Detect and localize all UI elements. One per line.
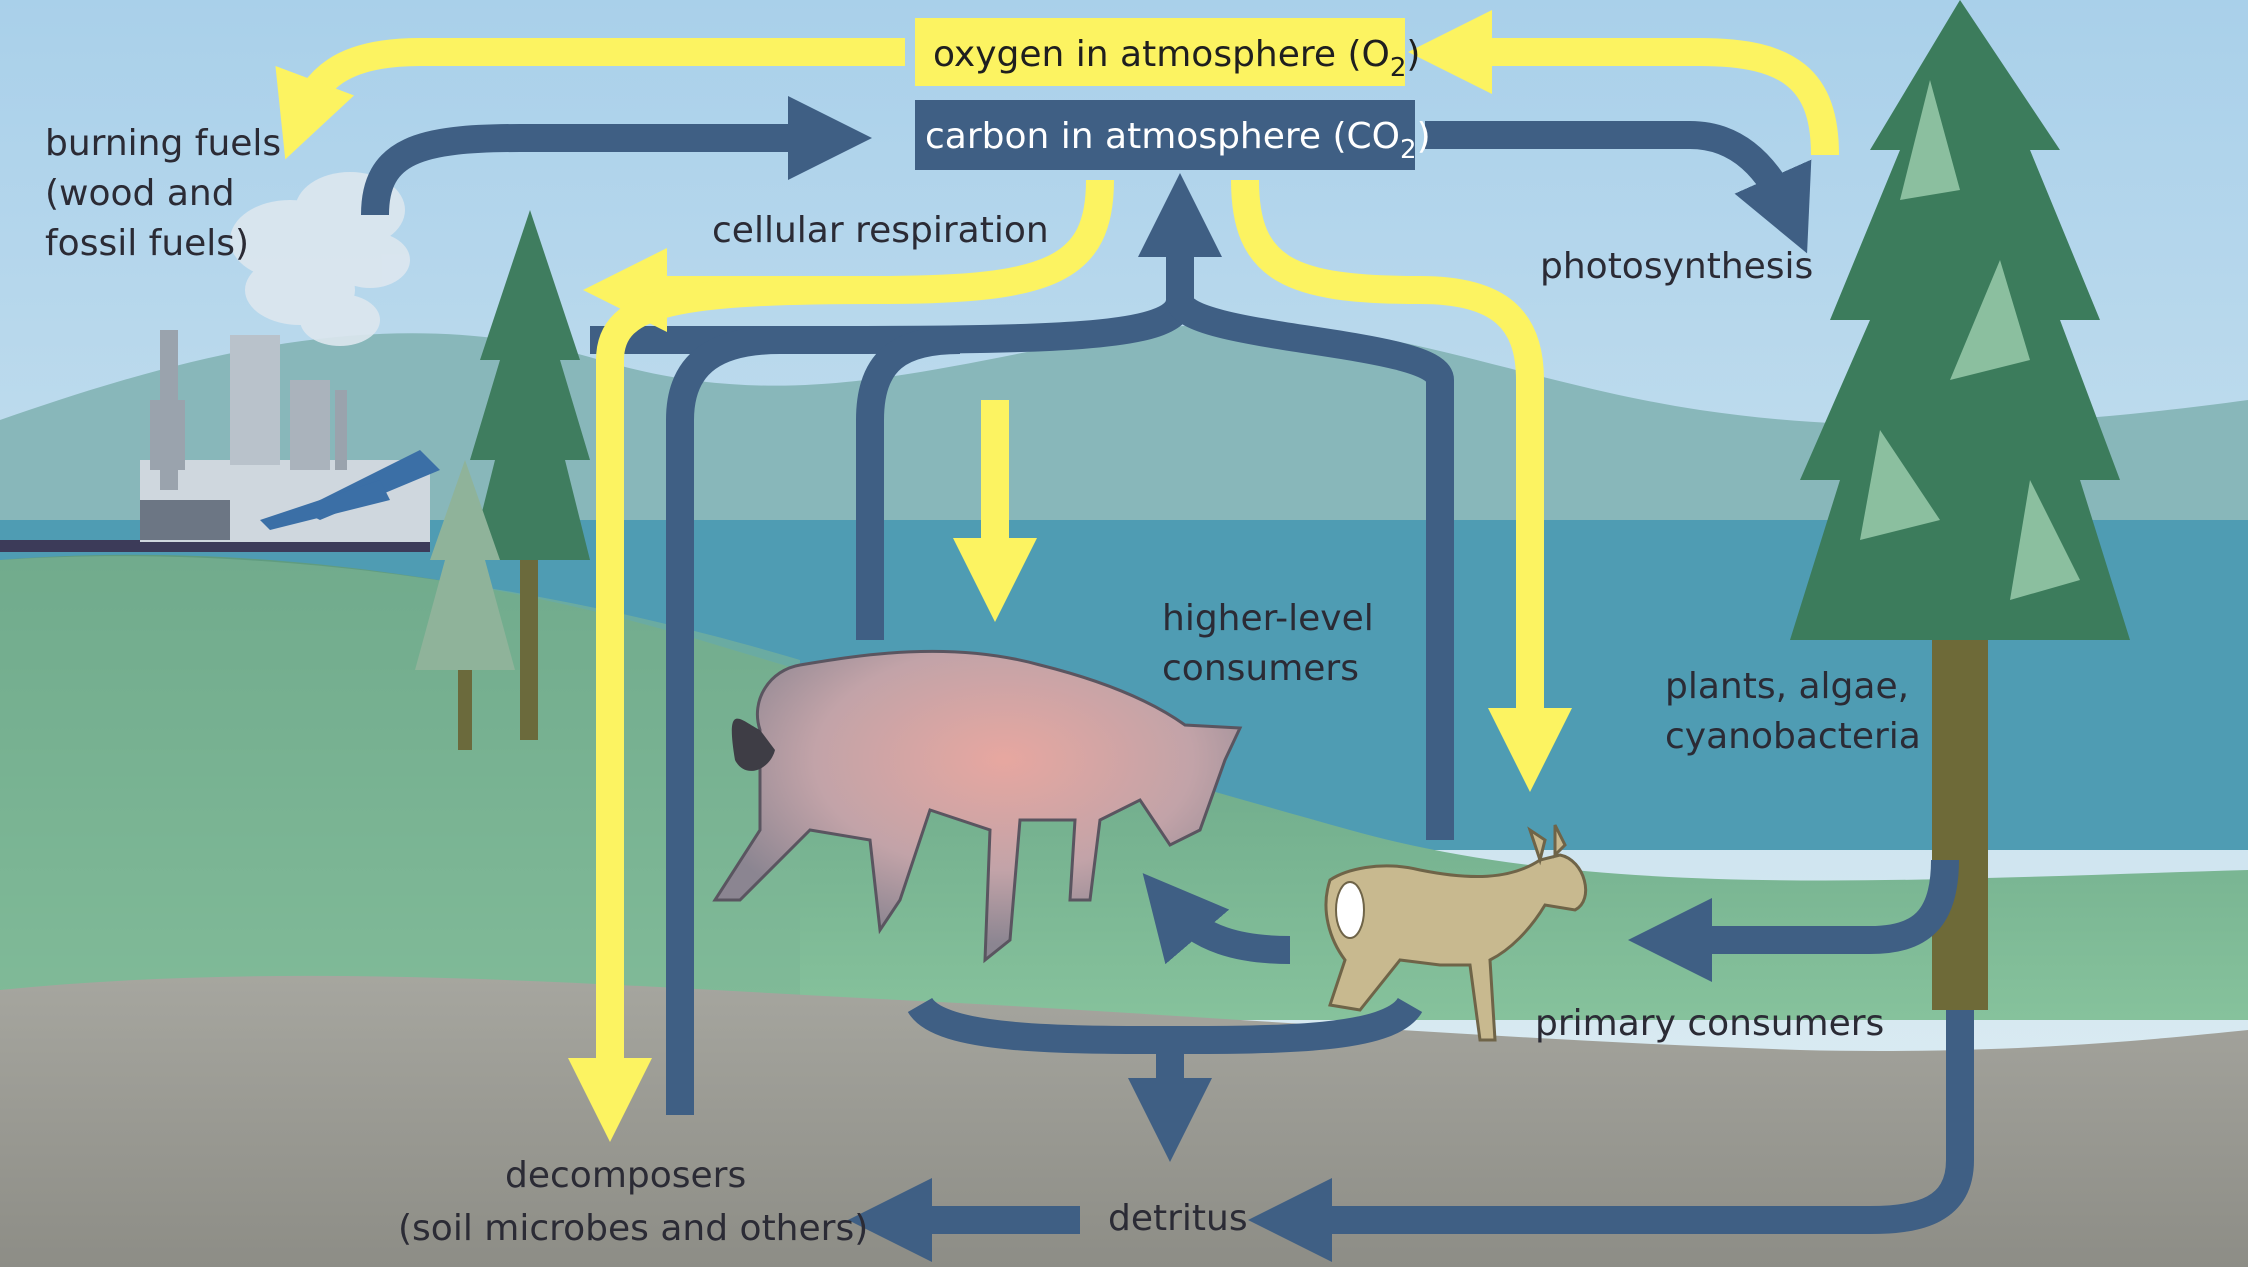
carbon-label-end: ) [1417, 116, 1431, 157]
pine-tree-small [415, 460, 515, 750]
arrow-plants-to-detritus [1248, 1010, 1974, 1262]
arrow-deer-to-wolf [1142, 873, 1291, 965]
svg-text:oxygen in atmosphere (O2): oxygen in atmosphere (O2) [933, 34, 1420, 83]
carbon-flow-arrows [361, 96, 1974, 1262]
svg-text:carbon in atmosphere (CO2): carbon in atmosphere (CO2) [925, 116, 1431, 165]
oxygen-flow-arrows [275, 10, 1839, 1142]
oxygen-label-end: ) [1406, 34, 1420, 75]
photosynthesis-label: photosynthesis [1540, 246, 1813, 287]
decomposers-line-2: (soil microbes and others) [398, 1208, 868, 1249]
pine-tree-left [470, 210, 590, 740]
factory [0, 330, 440, 552]
arrow-oxygen-to-deer [1231, 179, 1572, 792]
detritus-label: detritus [1108, 1198, 1248, 1239]
burning-line-1: burning fuels [45, 123, 281, 164]
decomposers-line-1: decomposers [505, 1155, 746, 1196]
arrow-burning-to-carbon [361, 96, 872, 216]
burning-line-2: (wood and [45, 173, 235, 214]
oxygen-box: oxygen in atmosphere (O2) [915, 18, 1420, 86]
arrow-carbon-to-photosynthesis [1425, 121, 1812, 254]
burning-line-3: fossil fuels) [45, 223, 249, 264]
primary-consumers-label: primary consumers [1535, 1003, 1884, 1044]
arrow-oxygen-to-tree [583, 179, 1114, 332]
plants-line-1: plants, algae, [1665, 666, 1909, 707]
pine-tree-right [1790, 0, 2130, 1010]
oxygen-label: oxygen in atmosphere (O [933, 34, 1390, 75]
wolf [712, 649, 1243, 964]
arrow-oxygen-to-decomposers [568, 276, 881, 1142]
burning-fuels-label: burning fuels (wood and fossil fuels) [45, 123, 281, 264]
arrow-plants-to-primary [1628, 859, 1959, 982]
higher-consumers-line-1: higher-level [1162, 598, 1374, 639]
carbon-label: carbon in atmosphere (CO [925, 116, 1400, 157]
carbon-box: carbon in atmosphere (CO2) [915, 100, 1431, 170]
higher-consumers-line-2: consumers [1162, 648, 1359, 689]
carbon-subscript: 2 [1400, 135, 1417, 165]
cellular-respiration-label: cellular respiration [712, 210, 1049, 251]
oxygen-subscript: 2 [1390, 53, 1407, 83]
arrow-photosynthesis-to-oxygen [1408, 10, 1839, 156]
deer [1324, 824, 1588, 1042]
plants-line-2: cyanobacteria [1665, 716, 1921, 757]
soil-ground [0, 975, 2248, 1267]
arrow-oxygen-to-burning [275, 38, 905, 160]
